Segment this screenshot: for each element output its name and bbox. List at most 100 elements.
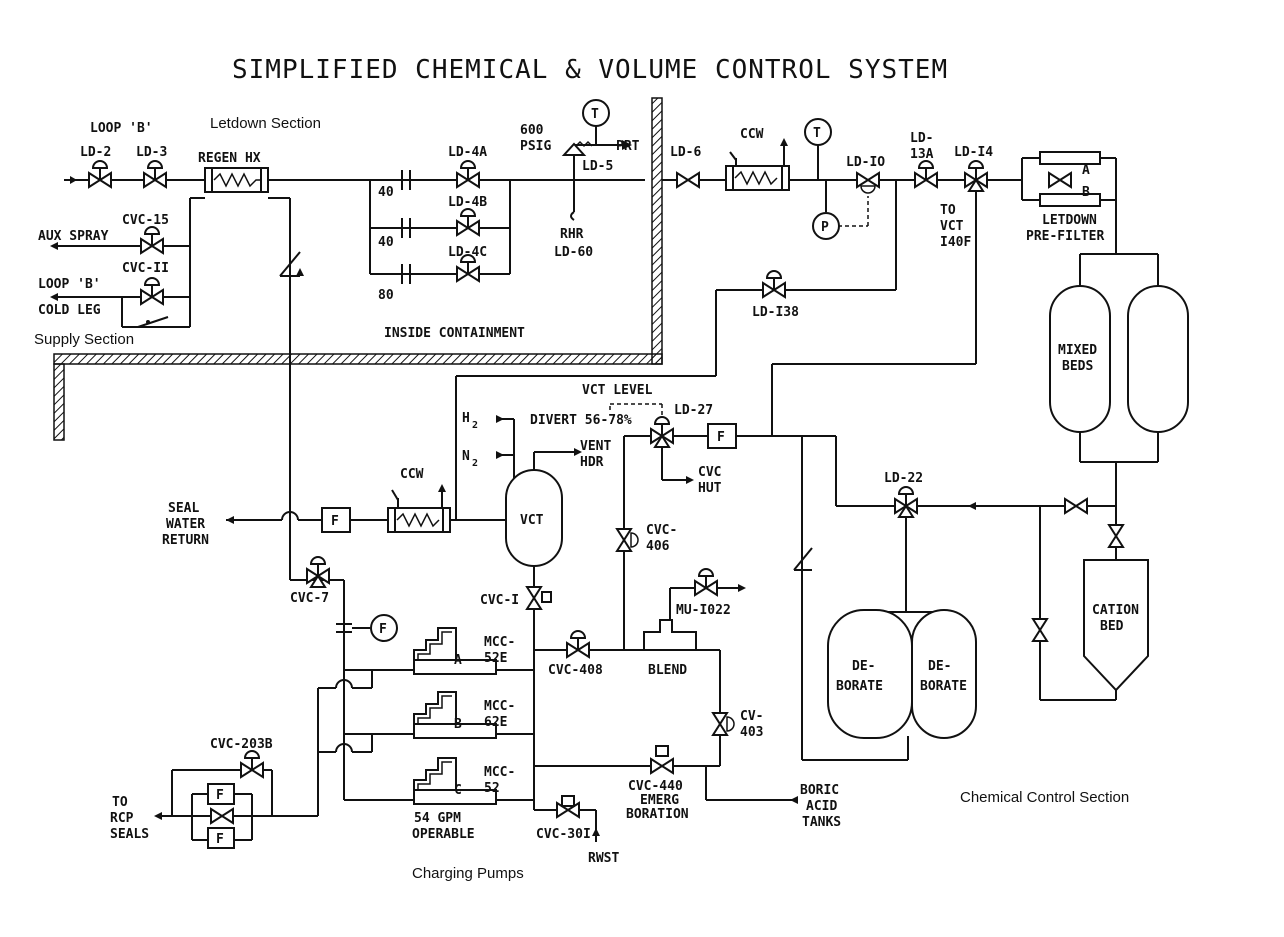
cold-leg-label: COLD LEG <box>38 303 101 318</box>
cvc-440-actuator <box>655 745 669 757</box>
blender <box>643 619 697 651</box>
cvc-408-label: CVC-408 <box>548 663 603 678</box>
ccw-top-label: CCW <box>740 127 764 142</box>
n2-supply-arrow <box>496 451 504 459</box>
boration-label: BORATION <box>626 807 689 822</box>
cation-inlet-valve[interactable] <box>1108 524 1124 548</box>
cation-bypass-valve[interactable] <box>1064 498 1088 514</box>
water-label: WATER <box>166 517 205 532</box>
cvc-7-label: CVC-7 <box>290 591 329 606</box>
acid-label: ACID <box>806 799 837 814</box>
deborate-tank-1 <box>827 609 913 739</box>
cvc-406-actuator <box>630 532 639 548</box>
cvc-440-valve[interactable] <box>650 758 674 774</box>
ccw-heat-exchanger-mid <box>387 484 451 533</box>
mcc-52-label-1: MCC- <box>484 765 515 780</box>
h2-sub-label: 2 <box>472 420 478 431</box>
ld-3-label: LD-3 <box>136 145 167 160</box>
ld-6-valve[interactable] <box>676 172 700 188</box>
supply-section-label: Supply Section <box>34 331 134 348</box>
ld-2-valve[interactable] <box>88 160 112 188</box>
rcp-seal-filter-1 <box>207 783 235 805</box>
pump-a-label: A <box>454 653 462 668</box>
ld-5-relief-valve[interactable] <box>561 140 593 156</box>
seal-label: SEAL <box>168 501 199 516</box>
ld-4b-label: LD-4B <box>448 195 487 210</box>
ccw-heat-exchanger-top <box>725 165 790 191</box>
mcc-52e-label-2: 52E <box>484 651 507 666</box>
ld-6-label: LD-6 <box>670 145 701 160</box>
f-seal-label: F <box>331 514 339 529</box>
ld-22-label: LD-22 <box>884 471 923 486</box>
cvc-440-label: CVC-440 <box>628 779 683 794</box>
prefilter-valve[interactable] <box>1048 172 1072 188</box>
pump-c-label: C <box>454 783 462 798</box>
ld-14-valve[interactable] <box>964 160 988 192</box>
prefilter-a-label: A <box>1082 163 1090 178</box>
loop-b-bottom-label: LOOP 'B' <box>38 277 101 292</box>
cvc-15-valve[interactable] <box>140 226 164 254</box>
prt-label: PRT <box>616 139 640 154</box>
ld-4a-valve[interactable] <box>456 160 480 188</box>
cvc-301-actuator <box>561 795 575 807</box>
tanks-label: TANKS <box>802 815 841 830</box>
ld-13a-label-2: 13A <box>910 147 934 162</box>
cv-403-valve[interactable] <box>712 712 728 736</box>
cvc-408-valve[interactable] <box>566 630 590 658</box>
ld-27-valve[interactable] <box>650 416 674 448</box>
n2-label: N <box>462 449 470 464</box>
prefilter-label: PRE-FILTER <box>1026 229 1104 244</box>
n2-sub-label: 2 <box>472 458 478 469</box>
hdr-label: HDR <box>580 455 604 470</box>
ld-138-valve[interactable] <box>762 270 786 298</box>
temperature-indicator-2 <box>804 118 832 146</box>
cv-403-label-1: CV- <box>740 709 763 724</box>
h2-label: H <box>462 411 470 426</box>
to-vct-label-3: I40F <box>940 235 971 250</box>
containment-wall <box>53 97 663 441</box>
rcp-seal-valve[interactable] <box>210 808 234 824</box>
ld-13a-valve[interactable] <box>914 160 938 188</box>
diagram-title: SIMPLIFIED CHEMICAL & VOLUME CONTROL SYS… <box>232 55 948 85</box>
ld-27-flow-filter <box>707 423 737 449</box>
cvc-1-valve[interactable] <box>526 586 542 610</box>
ld-3-valve[interactable] <box>143 160 167 188</box>
ld-60-label: LD-60 <box>554 245 593 260</box>
seals-label: SEALS <box>110 827 149 842</box>
t1-label: T <box>591 107 599 122</box>
cvc-11-label: CVC-II <box>122 261 169 276</box>
cvc-406-valve[interactable] <box>616 528 632 552</box>
cv-403-actuator <box>726 716 735 732</box>
to-rcp-label: TO <box>112 795 128 810</box>
cation-loop-valve[interactable] <box>1032 618 1048 642</box>
cvc-hut-label-1: CVC <box>698 465 721 480</box>
ld-27-label: LD-27 <box>674 403 713 418</box>
cvc-7-valve[interactable] <box>306 556 330 588</box>
ld-10-actuator <box>860 185 876 194</box>
divert-label: DIVERT 56-78% <box>530 413 632 428</box>
regen-heat-exchanger <box>204 167 269 193</box>
mu-1022-valve[interactable] <box>694 568 718 596</box>
cvc-203b-valve[interactable] <box>240 750 264 778</box>
cold-leg-check-valve <box>137 316 169 328</box>
cvc-203b-label: CVC-203B <box>210 737 273 752</box>
cvc-406-label-1: CVC- <box>646 523 677 538</box>
ld-10-label: LD-IO <box>846 155 885 170</box>
boric-label: BORIC <box>800 783 839 798</box>
letdown-label: LETDOWN <box>1042 213 1097 228</box>
cvc-1-label: CVC-I <box>480 593 519 608</box>
ld-2-label: LD-2 <box>80 145 111 160</box>
mcc-62e-label-2: 62E <box>484 715 507 730</box>
ld-22-valve[interactable] <box>894 486 918 518</box>
ld-4b-valve[interactable] <box>456 208 480 236</box>
vent-label: VENT <box>580 439 611 454</box>
mcc-52-label-2: 52 <box>484 781 500 796</box>
f-rcp-2-label: F <box>216 832 224 847</box>
cvc-11-valve[interactable] <box>140 277 164 305</box>
ld-4c-label: LD-4C <box>448 245 487 260</box>
orifice-80-label: 80 <box>378 288 394 303</box>
ld-5-label: LD-5 <box>582 159 613 174</box>
f-flow-label: F <box>379 622 387 637</box>
pump-b-label: B <box>454 717 462 732</box>
ld-10-valve[interactable] <box>856 172 880 188</box>
